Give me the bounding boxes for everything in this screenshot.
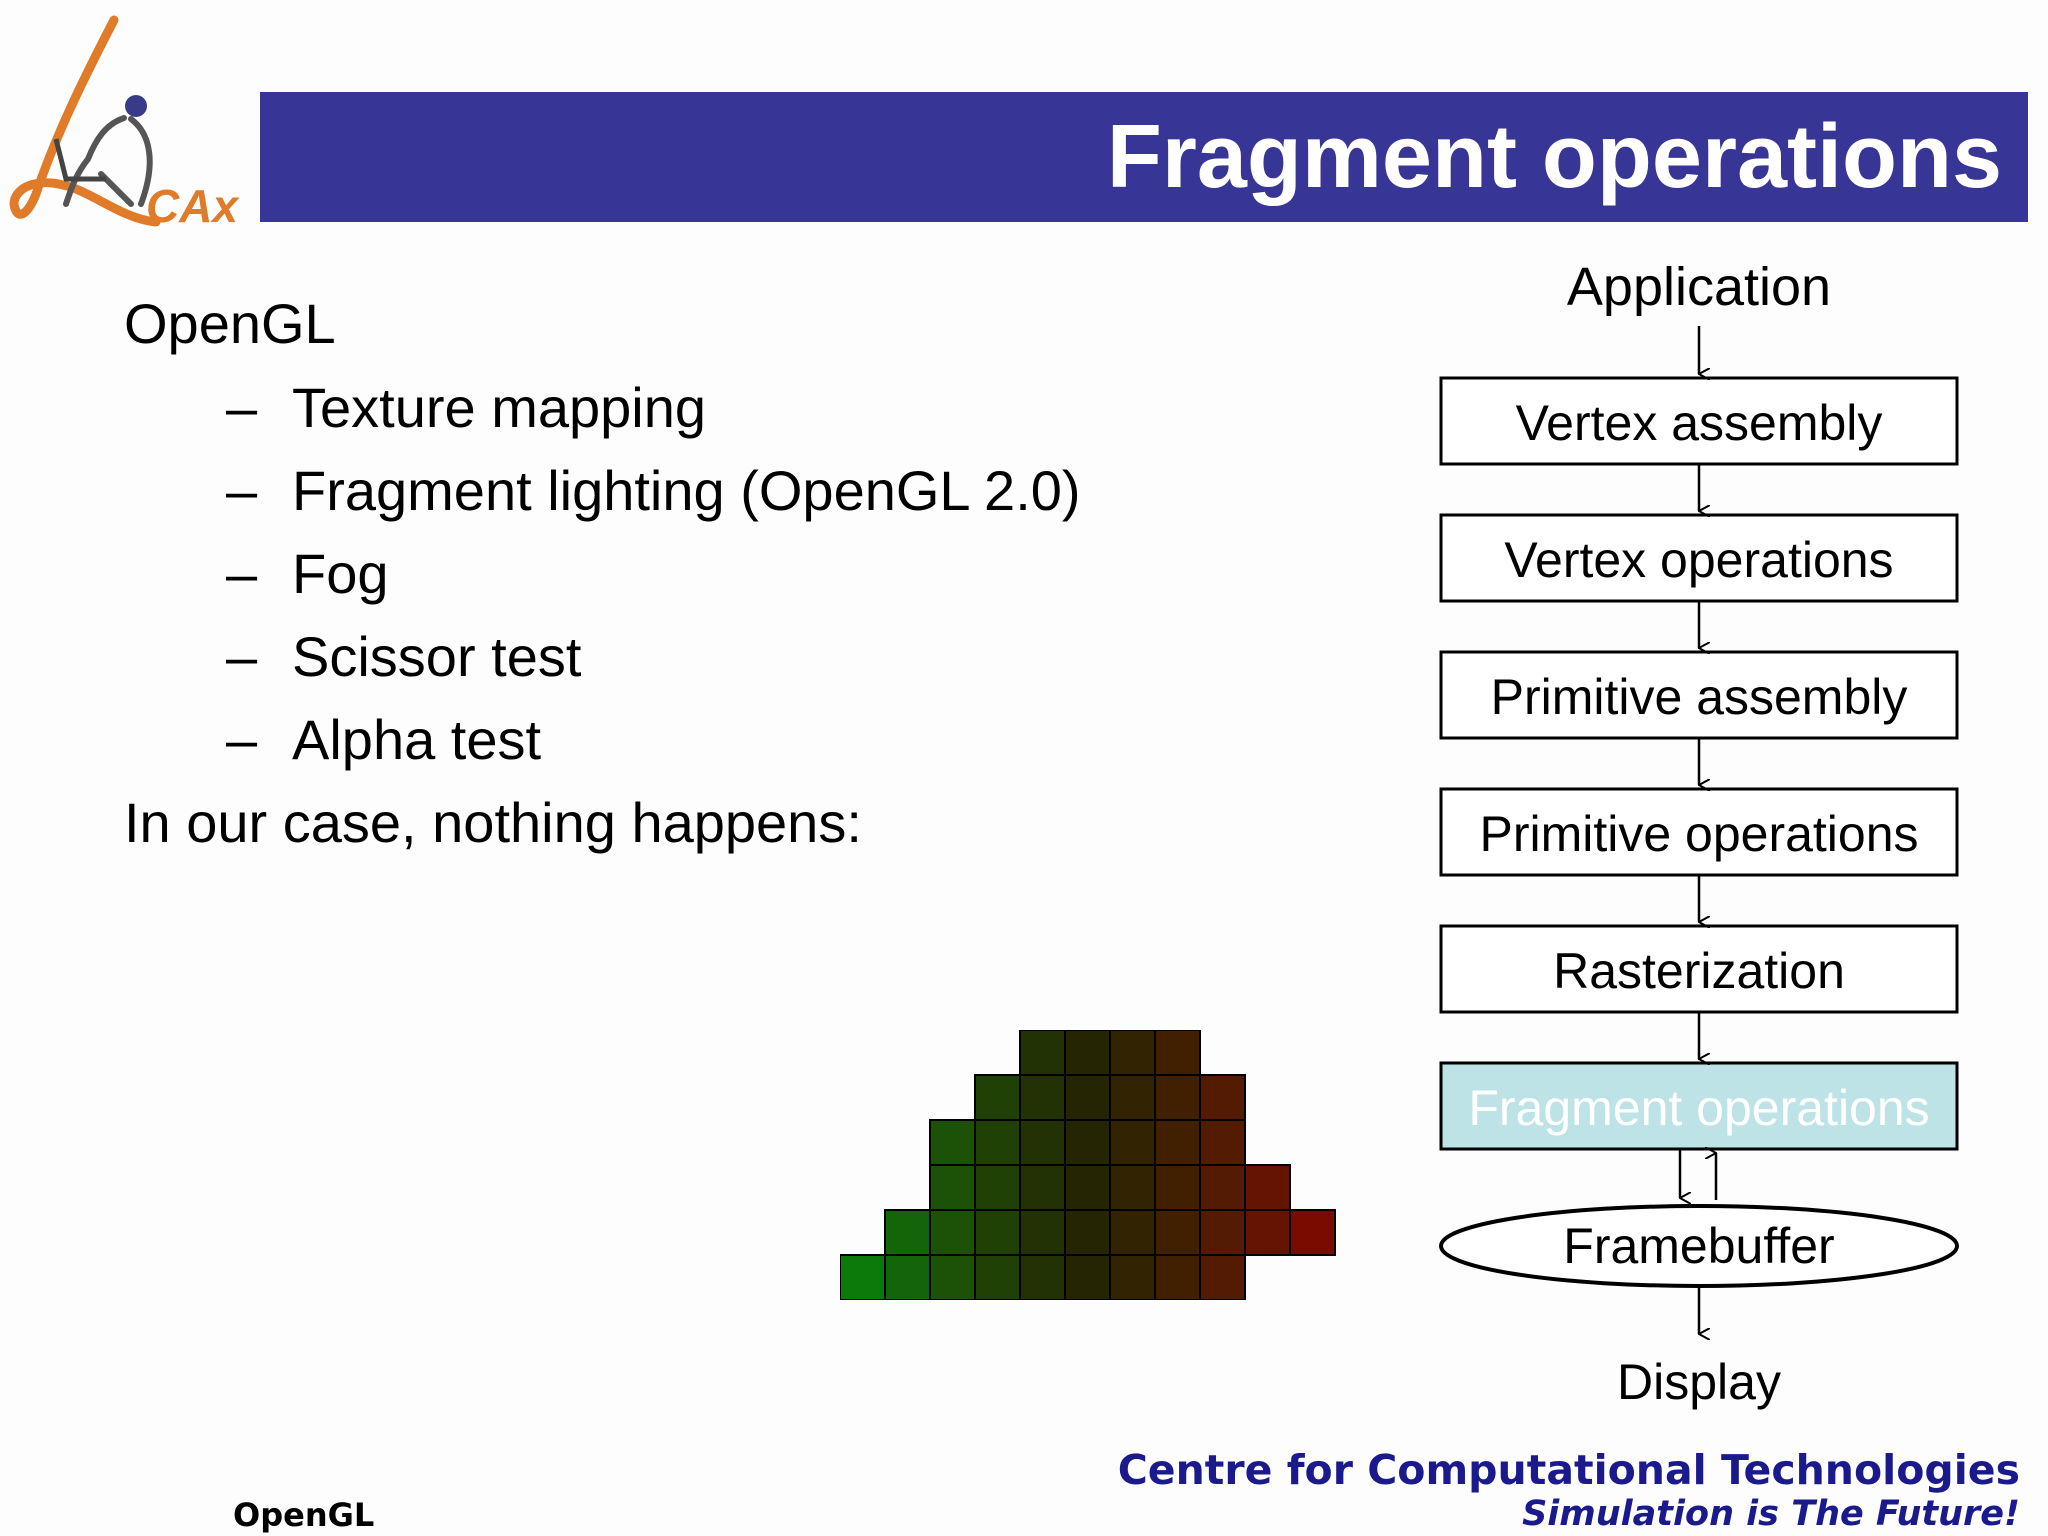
fragment-cell [974,1119,1021,1166]
fragment-cell [1064,1209,1111,1256]
fragment-cell [884,1254,931,1300]
framebuffer-label: Framebuffer [1563,1218,1835,1274]
dash-marker: – [226,376,258,439]
fragment-cell [974,1209,1021,1256]
content-heading: OpenGL [124,292,336,355]
content-note: In our case, nothing happens: [124,791,862,854]
fragment-cell [1154,1164,1201,1211]
page-title: Fragment operations [1106,107,2002,207]
logo-chair [53,138,106,182]
fragment-cell [929,1209,976,1256]
stage-label-rasterization: Rasterization [1553,943,1845,999]
fragment-cell [1109,1164,1156,1211]
fragment-cell [1064,1074,1111,1121]
fragment-cell [1019,1209,1066,1256]
fragment-cell [1154,1074,1201,1121]
fragment-cell [1154,1119,1201,1166]
fragment-cell [1154,1030,1201,1076]
fragment-cell [929,1254,976,1300]
title-bar: Fragment operations [260,92,2028,222]
fragment-cell [929,1119,976,1166]
fragment-cell [1109,1119,1156,1166]
logo-head [125,95,147,117]
fragment-cell [1199,1119,1246,1166]
logo-orange-swoosh [9,15,161,227]
fragment-cell [1109,1074,1156,1121]
fragment-cell [1199,1209,1246,1256]
fragment-cell [884,1209,931,1256]
fragment-cell [1064,1164,1111,1211]
fragment-cell [974,1164,1021,1211]
fragment-cell [1019,1164,1066,1211]
fragment-cell [1244,1164,1291,1211]
fragment-cell [929,1164,976,1211]
fragment-cell [1019,1030,1066,1076]
pipeline-bottom-label: Display [1617,1354,1781,1410]
dash-marker: – [226,625,258,688]
fragment-cell [1019,1119,1066,1166]
fragment-cell [840,1254,886,1300]
fragment-cell [1154,1209,1201,1256]
fragment-cell [1064,1119,1111,1166]
cax-logo: CAx [9,15,240,232]
stage-label-vertex-operations: Vertex operations [1504,532,1894,588]
dash-marker: – [226,459,258,522]
logo-text: CAx [146,180,240,232]
stage-label-primitive-assembly: Primitive assembly [1490,669,1908,725]
fragment-cell [974,1254,1021,1300]
stage-label-primitive-operations: Primitive operations [1479,806,1919,862]
fragment-cell [1109,1030,1156,1076]
fragment-cell [1154,1254,1201,1300]
fragment-cell [1019,1074,1066,1121]
footer-org: Centre for Computational Technologies [1117,1446,2020,1494]
list-item: Alpha test [292,708,542,771]
fragment-cell [1109,1254,1156,1300]
list-item: Fog [292,542,389,605]
stage-label-vertex-assembly: Vertex assembly [1515,395,1883,451]
logo-figure [63,115,153,207]
pipeline-top-label: Application [1566,257,1832,317]
fragment-cell [974,1074,1021,1121]
fragment-cell [1199,1254,1246,1300]
fragment-cell [1199,1074,1246,1121]
fragment-cell [1064,1254,1111,1300]
fragment-cell [1019,1254,1066,1300]
stage-label-fragment-operations: Fragment operations [1468,1080,1930,1136]
fragment-cell [1064,1030,1111,1076]
list-item: Texture mapping [292,376,707,439]
footer-tagline: Simulation is The Future! [1522,1494,2020,1534]
fragment-cell [1289,1209,1336,1256]
footer-label: OpenGL [233,1496,375,1534]
dash-marker: – [226,708,258,771]
fragment-cell [1109,1209,1156,1256]
list-item: Fragment lighting (OpenGL 2.0) [292,459,1081,522]
list-item: Scissor test [292,625,582,688]
fragment-cell [1199,1164,1246,1211]
fragment-cell [1244,1209,1291,1256]
dash-marker: – [226,542,258,605]
fragment-grid [840,1030,1336,1300]
